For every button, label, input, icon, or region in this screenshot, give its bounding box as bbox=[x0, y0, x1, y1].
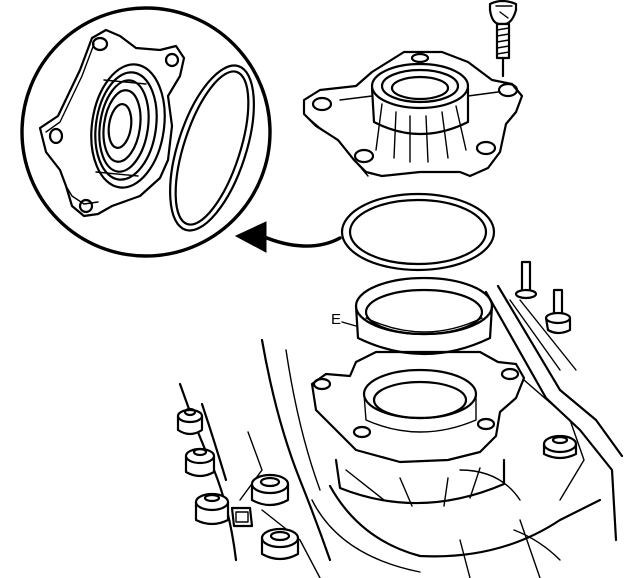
bearing-seal-ring bbox=[354, 276, 494, 356]
callout-arrow bbox=[234, 221, 342, 253]
callout-leader bbox=[341, 321, 357, 327]
case-bolts bbox=[176, 260, 578, 561]
retainer-bolt bbox=[488, 0, 518, 78]
callout-label: E bbox=[331, 311, 342, 328]
magnified-detail bbox=[20, 6, 272, 258]
o-ring-seal bbox=[340, 192, 496, 272]
bearing-retainer bbox=[302, 50, 524, 178]
